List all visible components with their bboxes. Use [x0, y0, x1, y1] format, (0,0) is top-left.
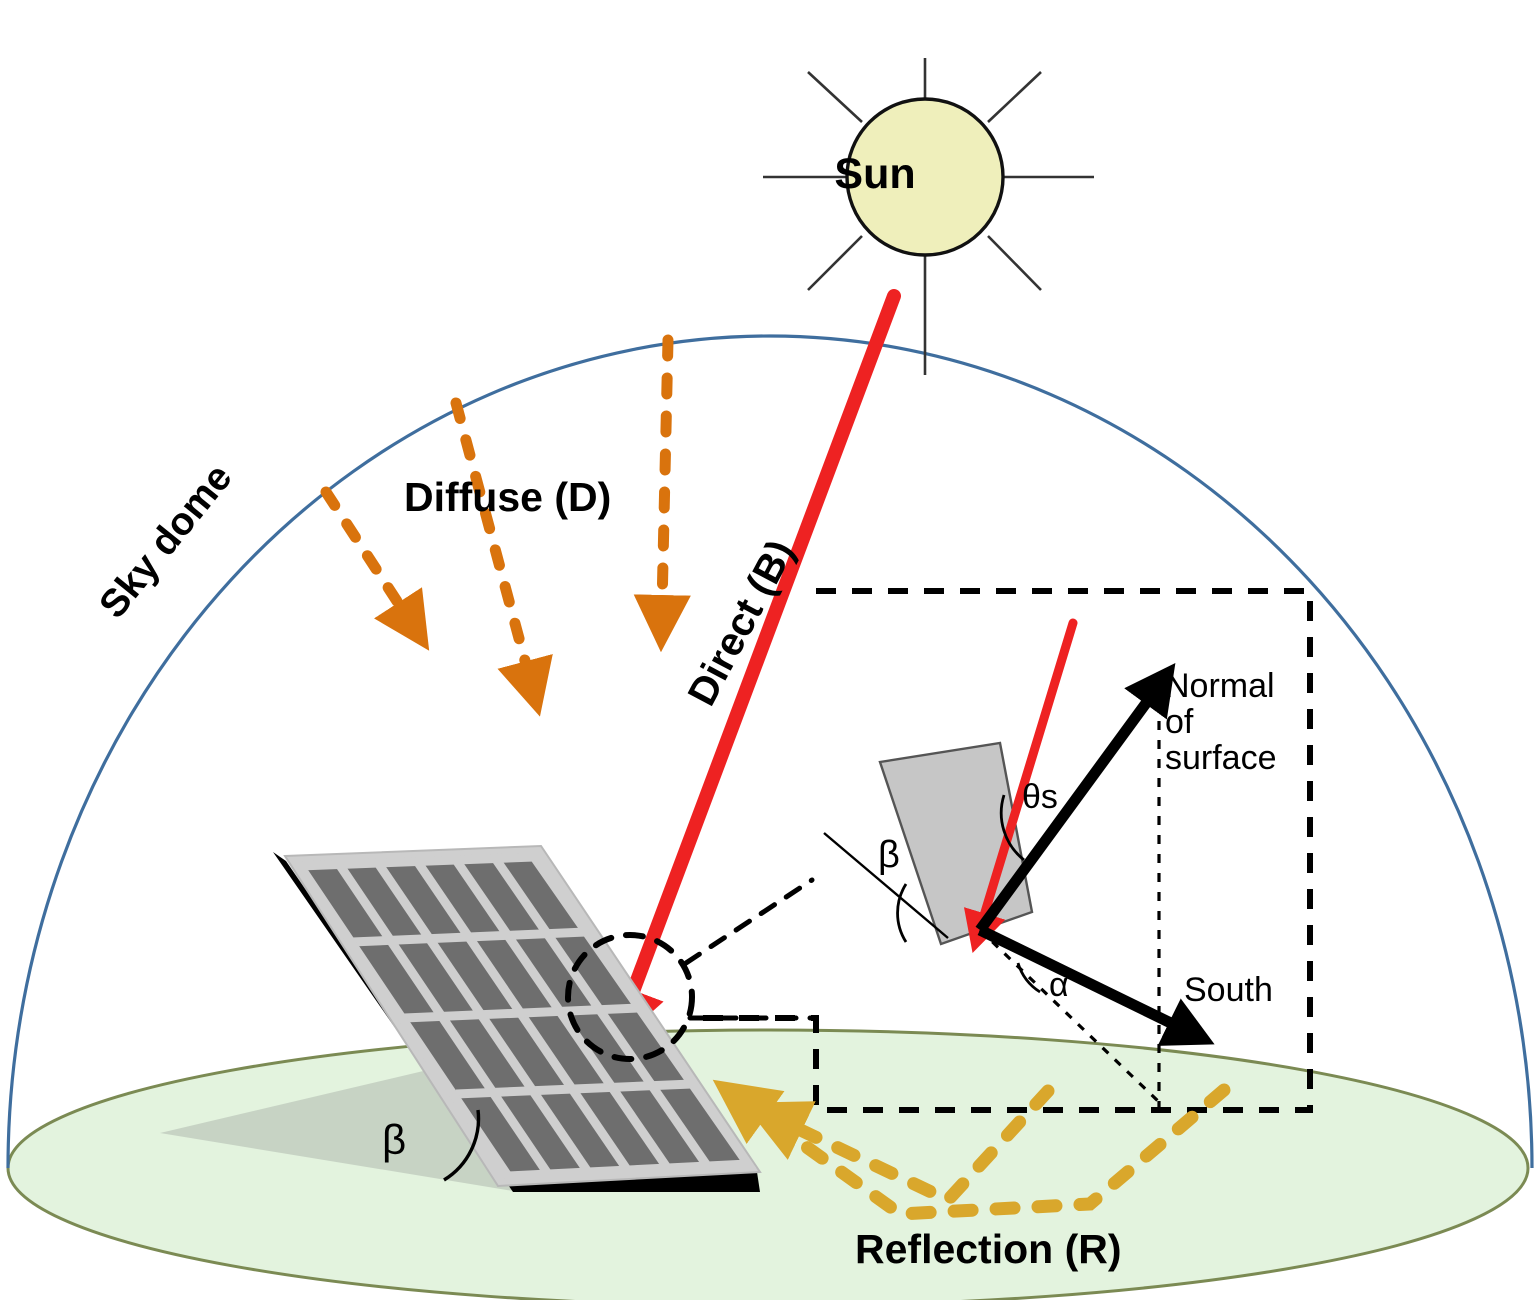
- callout-connector-upper: [683, 877, 815, 966]
- beta-inset-label: β: [878, 834, 900, 876]
- alpha-label: α: [1049, 966, 1069, 1004]
- direct-beam-main: [603, 289, 901, 1048]
- inset-ground-line: [823, 832, 949, 939]
- beta-main-label: β: [382, 1116, 407, 1163]
- sun-rays: [763, 58, 1094, 375]
- theta-s-label: θs: [1022, 778, 1058, 816]
- diffuse-label: Diffuse (D): [404, 474, 612, 520]
- normal-of-surface-label: Normal of surface: [1165, 667, 1277, 778]
- sun-group: [763, 58, 1094, 375]
- pv-panel-main: [160, 844, 762, 1192]
- panel-grid-rows: [351, 927, 693, 1099]
- inset-detail: [823, 618, 1215, 1110]
- ground-plane: [6, 1028, 1530, 1300]
- diffuse-ray-1: [320, 486, 430, 651]
- reflection-rays: [712, 1079, 1231, 1221]
- inset-azimuth-reference: [978, 928, 1161, 1104]
- reflection-path-1: [743, 1084, 1055, 1208]
- panel-cell-outline: [291, 852, 757, 1181]
- inset-theta-arc: [999, 794, 1025, 862]
- inset-alpha-arc: [1016, 962, 1041, 994]
- panel-support-wedge: [160, 1060, 513, 1191]
- inset-normal-arrow: [975, 663, 1176, 934]
- beta-angle-main: [443, 1109, 481, 1182]
- callout-connectors: [683, 877, 819, 1021]
- highlight-circle: [565, 932, 695, 1062]
- reflection-label: Reflection (R): [855, 1226, 1122, 1272]
- south-label: South: [1184, 971, 1273, 1009]
- sky-dome-arc: [6, 334, 1534, 1169]
- inset-direct-beam: [963, 618, 1078, 953]
- sun-disc: [845, 97, 1005, 257]
- diffuse-ray-2: [450, 397, 553, 717]
- reflection-path-2: [712, 1079, 1231, 1221]
- inset-callout-box: [700, 588, 1313, 1113]
- inset-beta-arc: [896, 883, 908, 943]
- diffuse-rays: [320, 334, 691, 717]
- sun-label: Sun: [834, 150, 916, 198]
- inset-south-arrow: [977, 925, 1215, 1046]
- diffuse-ray-3: [633, 334, 691, 653]
